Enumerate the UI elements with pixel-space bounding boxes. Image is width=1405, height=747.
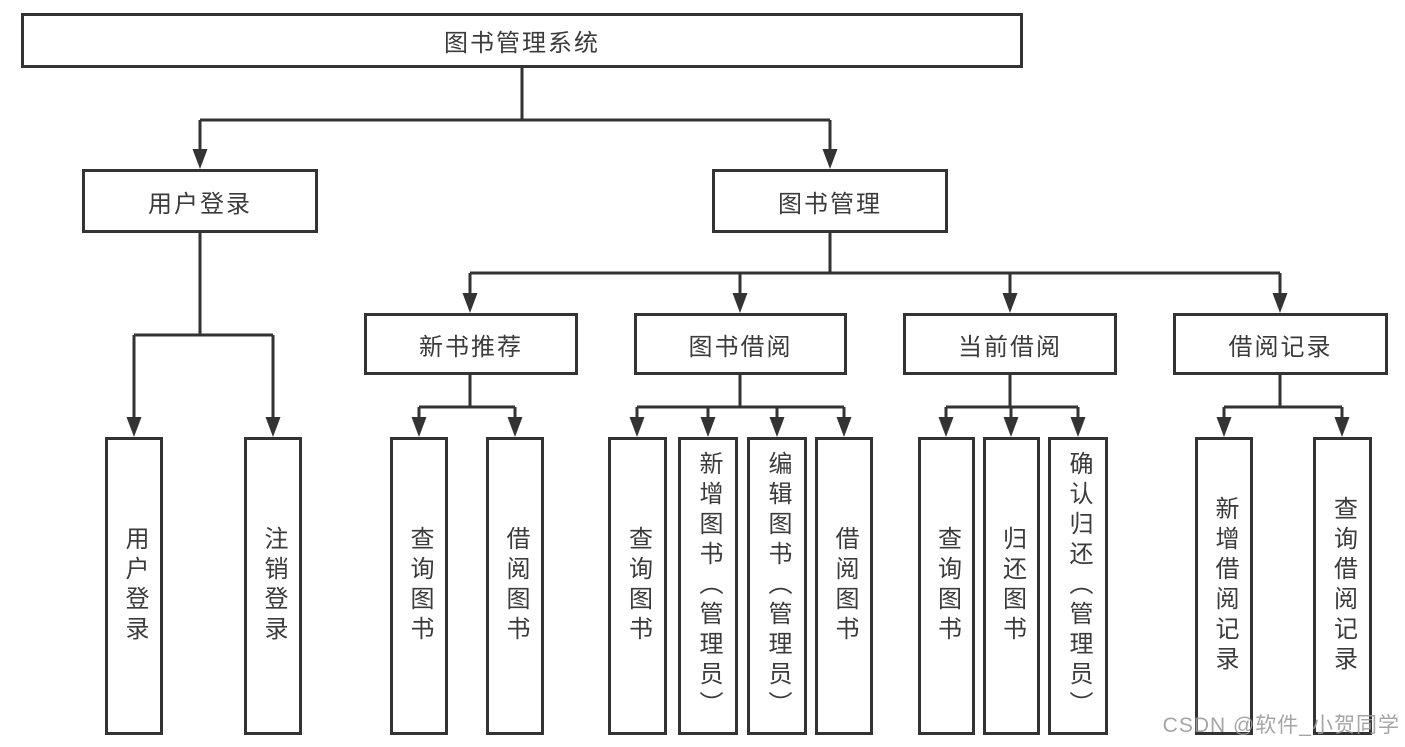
node-label: 查询图书 xyxy=(406,526,433,646)
node-label: 借阅记录 xyxy=(1228,333,1333,361)
leaf-records-query-record: 查询借阅记录 xyxy=(1313,437,1372,735)
node-label: 新增图书（管理员） xyxy=(695,451,722,721)
node-borrowing-records: 借阅记录 xyxy=(1173,313,1388,375)
node-label: 用户登录 xyxy=(148,190,252,218)
leaf-current-query-books: 查询图书 xyxy=(918,437,975,735)
node-label: 归还图书 xyxy=(998,526,1026,646)
node-label: 图书管理 xyxy=(778,190,882,218)
leaf-borrow-borrow-books: 借阅图书 xyxy=(815,437,873,735)
node-library-management-system: 图书管理系统 xyxy=(21,13,1023,68)
leaf-borrow-add-books-admin: 新增图书（管理员） xyxy=(678,437,738,735)
node-book-management: 图书管理 xyxy=(712,169,948,233)
node-label: 查询图书 xyxy=(624,526,652,646)
leaf-borrow-edit-books-admin: 编辑图书（管理员） xyxy=(747,437,807,735)
csdn-watermark: CSDN @软件_小贺同学 xyxy=(1162,714,1400,737)
node-label: 查询图书 xyxy=(933,526,961,646)
node-book-borrowing: 图书借阅 xyxy=(634,313,847,375)
node-label: 查询借阅记录 xyxy=(1329,496,1357,676)
leaf-current-return-books: 归还图书 xyxy=(983,437,1040,735)
leaf-recommend-borrow-books: 借阅图书 xyxy=(486,437,544,735)
node-label: 新书推荐 xyxy=(419,333,523,361)
leaf-recommend-query-books: 查询图书 xyxy=(390,437,448,735)
node-current-borrowing: 当前借阅 xyxy=(903,313,1117,375)
node-label: 新增借阅记录 xyxy=(1211,496,1238,676)
node-user-login: 用户登录 xyxy=(82,169,318,233)
node-label: 借阅图书 xyxy=(502,526,529,646)
node-new-book-recommendation: 新书推荐 xyxy=(364,313,578,375)
leaf-current-confirm-return-admin: 确认归还（管理员） xyxy=(1048,437,1108,735)
leaf-user-login: 用户登录 xyxy=(105,437,163,735)
node-label: 用户登录 xyxy=(121,526,148,646)
leaf-logout: 注销登录 xyxy=(244,437,302,735)
node-label: 图书管理系统 xyxy=(444,30,600,57)
node-label: 确认归还（管理员） xyxy=(1065,451,1092,721)
node-label: 借阅图书 xyxy=(831,526,858,646)
leaf-records-add-record: 新增借阅记录 xyxy=(1195,437,1253,735)
leaf-borrow-query-books: 查询图书 xyxy=(608,437,667,735)
node-label: 图书借阅 xyxy=(688,333,793,361)
node-label: 编辑图书（管理员） xyxy=(764,451,791,721)
node-label: 当前借阅 xyxy=(958,333,1062,361)
node-label: 注销登录 xyxy=(260,526,287,646)
